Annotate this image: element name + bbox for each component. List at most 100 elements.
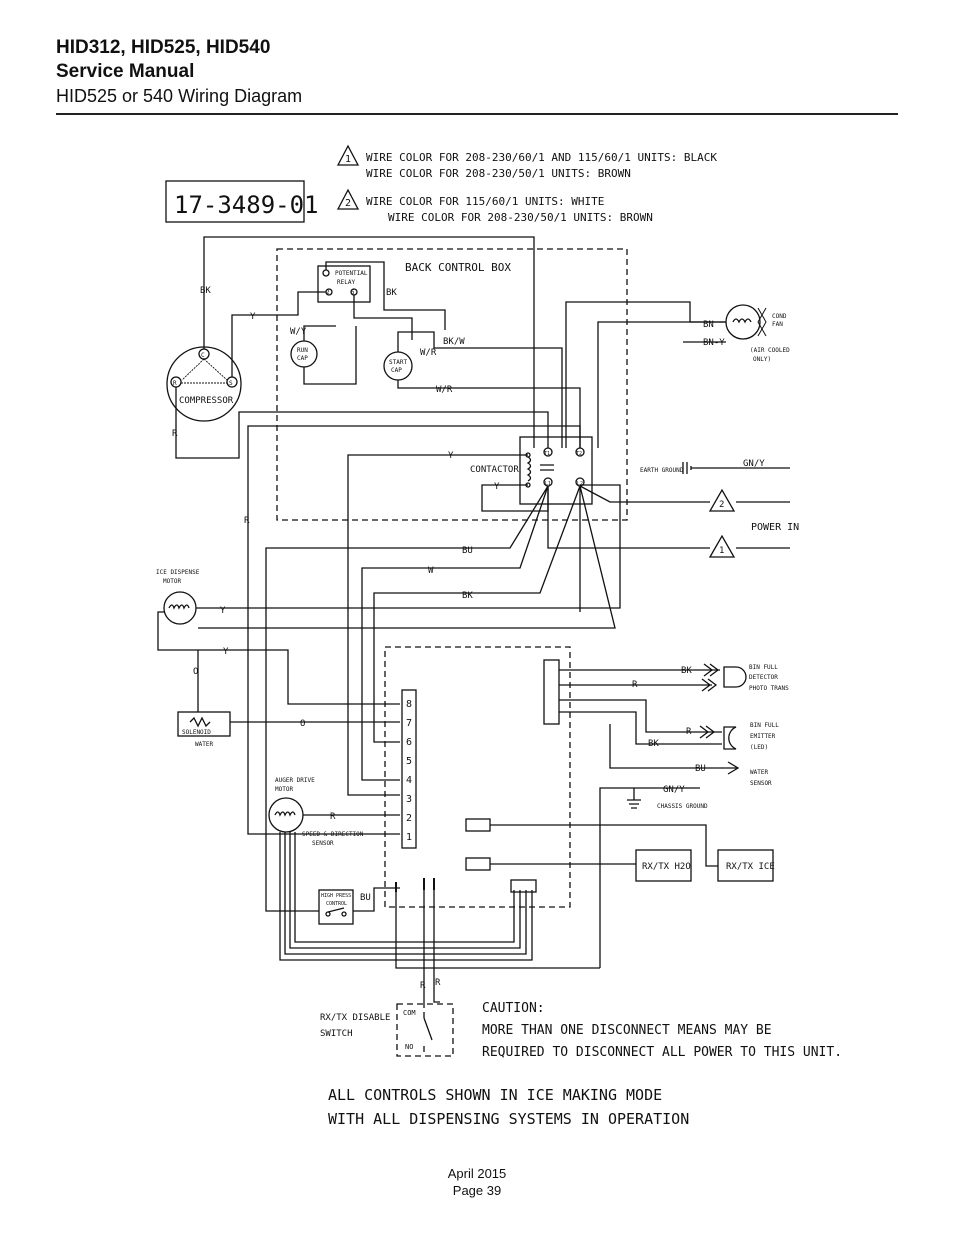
run-cap-1: RUN: [297, 347, 308, 354]
wire-label-y-coil: Y: [494, 482, 500, 492]
wire-label-y-ice2: Y: [223, 647, 229, 657]
wire-label-bu-1: BU: [462, 546, 473, 556]
relay-pin-5: 5: [351, 289, 355, 296]
wire-label-bk-1: BK: [462, 591, 473, 601]
note-1-mark: 1: [345, 154, 351, 165]
terminal-1: 1: [406, 832, 412, 843]
comp-s: S: [229, 380, 233, 387]
back-control-box: [276, 248, 628, 521]
ice-dispense-motor: ICE DISPENSE MOTOR: [156, 569, 200, 625]
wire-bu-water: [609, 724, 740, 775]
auger-2: MOTOR: [275, 786, 293, 793]
wire-label-r-comp: R: [172, 429, 178, 439]
terminal-3: 3: [406, 794, 412, 805]
wire-y-ice: [196, 484, 621, 609]
bin-det-1: BIN FULL: [749, 664, 778, 671]
switch-symbol: [423, 1012, 433, 1052]
contactor-l2: L2: [577, 481, 583, 487]
auger-1: AUGER DRIVE: [275, 777, 315, 784]
control-board: [384, 646, 571, 908]
wire-label-gn-y-earth: GN/Y: [743, 459, 765, 469]
wire-rx-ice: [490, 824, 718, 867]
wire-relay-bk: [325, 261, 446, 330]
wire-label-bk-relay: BK: [386, 288, 397, 298]
bottom-note-2: WITH ALL DISPENSING SYSTEMS IN OPERATION: [328, 1110, 689, 1128]
arrow-bk-bin: [703, 663, 720, 677]
wire-w-y: [303, 325, 336, 341]
bin-det-3: PHOTO TRANS: [749, 685, 789, 692]
wire-label-bu-hp: BU: [360, 893, 371, 903]
relay-pin-2: 2: [326, 289, 330, 296]
wire-label-o-1: O: [193, 667, 198, 677]
wire-label-y-contactor: Y: [448, 451, 454, 461]
wire-label-r-left: R: [244, 516, 250, 526]
bin-emit-3: (LED): [750, 744, 768, 751]
wire-label-w-y: W/Y: [290, 327, 307, 337]
wire-label-y-relay: Y: [250, 312, 256, 322]
page-header: HID312, HID525, HID540 Service Manual HI…: [56, 36, 302, 108]
wire-label-bk-emit: BK: [648, 739, 659, 749]
note-2-line1: WIRE COLOR FOR 115/60/1 UNITS: WHITE: [366, 195, 604, 208]
start-cap-2: CAP: [391, 367, 402, 374]
earth-ground-symbol: [682, 462, 790, 474]
chassis-ground-label: CHASSIS GROUND: [657, 803, 708, 810]
footer-page: Page 39: [452, 1183, 502, 1198]
note-2-line2: WIRE COLOR FOR 208-230/50/1 UNITS: BROWN: [388, 211, 653, 224]
hi-press-2: CONTROL: [326, 901, 347, 907]
wire-label-bk-comp: BK: [200, 286, 211, 296]
wire-label-y-ice: Y: [220, 606, 226, 616]
speed-2: SENSOR: [312, 840, 334, 847]
rx-h2o-box: [635, 849, 692, 882]
terminal-4: 4: [406, 775, 412, 786]
note-1-line2: WIRE COLOR FOR 208-230/50/1 UNITS: BROWN: [366, 167, 631, 180]
run-capacitor: RUN CAP: [290, 340, 318, 368]
wire-ice-motor-return: [198, 485, 616, 629]
water-sensor-1: WATER: [750, 769, 768, 776]
power-in-label: POWER IN: [751, 522, 799, 533]
switch-pins: [395, 878, 435, 892]
bin-connector: [543, 659, 560, 725]
contactor-t2: T2: [576, 451, 582, 457]
wire-runcap: [303, 326, 357, 385]
compressor: C R S COMPRESSOR: [166, 346, 242, 422]
wire-w-r: [397, 380, 581, 448]
wire-power-l2: [579, 485, 710, 503]
wire-y-ice2: [157, 611, 400, 705]
switch-no: NO: [405, 1043, 413, 1051]
wire-r-left: [247, 425, 581, 810]
rx-h2o-connector: [465, 857, 491, 871]
wire-label-bk-bin: BK: [681, 666, 692, 676]
rx-ice-label: RX/TX ICE: [726, 862, 775, 872]
wire-bu-hp: [353, 887, 400, 912]
contactor-label: CONTACTOR: [470, 465, 519, 475]
terminal-strip: [401, 689, 417, 849]
power-triangle-1: [708, 534, 736, 558]
caution-3: REQUIRED TO DISCONNECT ALL POWER TO THIS…: [482, 1045, 842, 1060]
header-rule: [56, 113, 898, 115]
auger-drive-motor: AUGER DRIVE MOTOR SPEED & DIRECTION SENS…: [268, 777, 364, 847]
back-control-box-label: BACK CONTROL BOX: [405, 261, 511, 274]
wire-fan-bn: [565, 301, 726, 448]
rx-ice-box: [717, 849, 774, 882]
wire-bk: [373, 485, 581, 743]
wire-sensor-harness: [279, 832, 533, 961]
wire-comp-r: [175, 387, 549, 459]
comp-c: C: [201, 352, 205, 359]
note-2: 2 WIRE COLOR FOR 115/60/1 UNITS: WHITE W…: [336, 188, 653, 224]
terminal-7: 7: [406, 718, 412, 729]
bin-emit-1: BIN FULL: [750, 722, 779, 729]
contactor-t1: T1: [544, 451, 550, 457]
header-subtitle: HID525 or 540 Wiring Diagram: [56, 86, 303, 106]
ice-dispense-2: MOTOR: [163, 578, 181, 585]
wire-label-w-r-2: W/R: [436, 385, 453, 395]
disable-switch-box: [396, 1003, 454, 1057]
wire-r-auger2: [247, 810, 400, 835]
relay-label-1: POTENTIAL: [335, 270, 368, 277]
high-press-control: HIGH PRESS CONTROL: [318, 889, 354, 925]
wire-comp-bk: [203, 236, 535, 448]
cond-fan-1: COND: [772, 313, 787, 320]
solenoid-2: WATER: [195, 741, 213, 748]
start-capacitor: START CAP: [383, 351, 413, 381]
note-1-line1: WIRE COLOR FOR 208-230/60/1 AND 115/60/1…: [366, 151, 717, 164]
